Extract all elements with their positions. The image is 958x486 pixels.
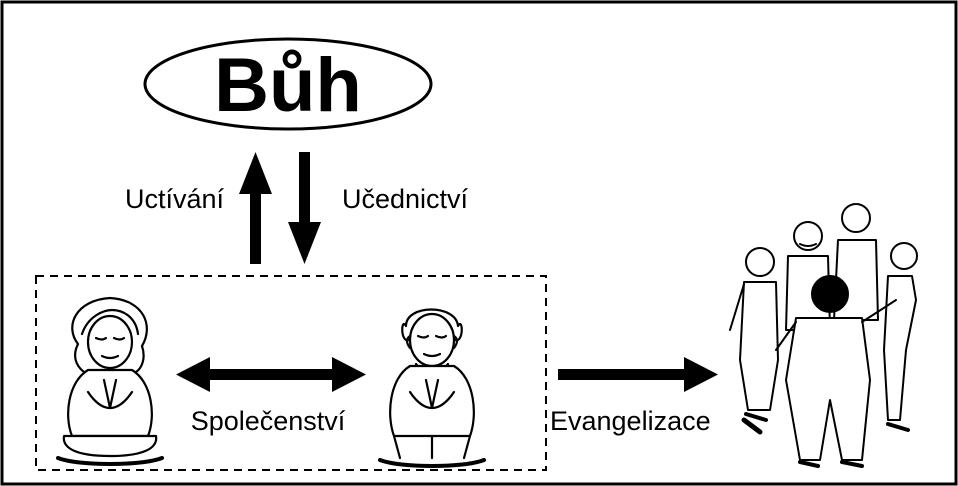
evangelism-label: Evangelizace xyxy=(550,406,711,436)
praying-person-right-icon xyxy=(378,308,486,468)
evangelism-arrow xyxy=(558,357,718,392)
worship-arrow xyxy=(239,152,272,264)
worship-label: Uctívání xyxy=(125,184,225,214)
god-ellipse xyxy=(143,37,433,131)
group-of-people-icon xyxy=(729,203,918,468)
god-label: Bůh xyxy=(214,43,362,128)
fellowship-box xyxy=(35,275,547,471)
discipleship-label: Učednictví xyxy=(342,184,469,214)
discipleship-arrow xyxy=(288,152,321,264)
god-node: Bůh xyxy=(143,37,433,131)
fellowship-arrow xyxy=(176,357,366,392)
fellowship-label: Společenství xyxy=(191,406,346,436)
praying-person-left-icon xyxy=(56,296,164,466)
